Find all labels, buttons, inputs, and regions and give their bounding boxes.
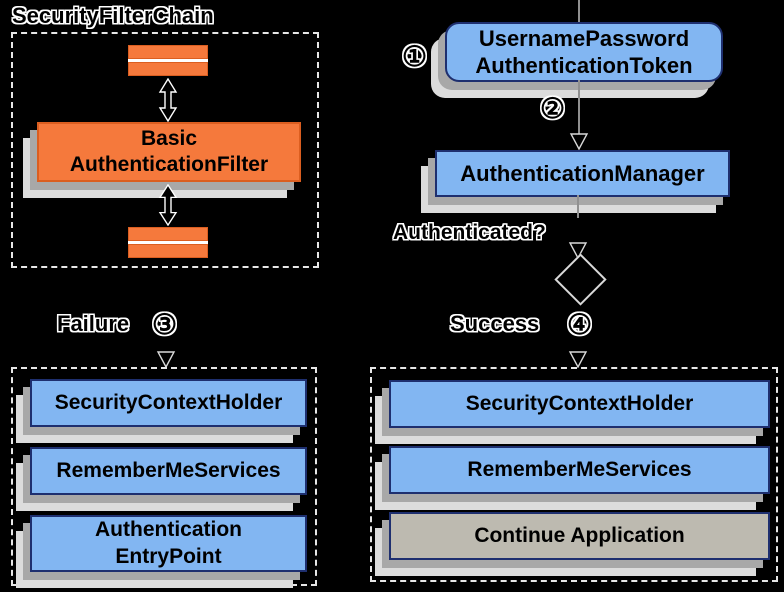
basic-authentication-filter-node: Basic AuthenticationFilter [37,122,301,182]
failure-label: Failure [57,311,130,336]
filter-bar-gap [128,241,208,244]
step-1-badge: ① [402,41,428,72]
arrowhead-icon [568,351,588,368]
flow-line-manager-to-decision [577,195,579,218]
filter-bar [128,227,208,241]
flow-line-token-to-manager [578,80,580,134]
step-4-badge: ④ [567,309,593,340]
filter-bar [128,62,208,76]
username-password-token-node: UsernamePassword AuthenticationToken [445,22,723,82]
security-context-holder-node: SecurityContextHolder [389,380,770,428]
success-label: Success [450,311,540,336]
node-label: SecurityContextHolder [54,390,283,414]
node-label: SecurityContextHolder [465,391,694,415]
node-label: Basic AuthenticationFilter [69,126,269,176]
security-filter-chain-panel [11,32,319,268]
security-filter-chain-title: SecurityFilterChain [12,3,214,28]
step-3-badge: ③ [152,309,178,340]
authentication-entry-point-node: Authentication EntryPoint [30,515,307,572]
node-label: AuthenticationManager [460,160,705,186]
node-label: UsernamePassword AuthenticationToken [475,25,693,79]
node-label: Continue Application [474,523,685,547]
failure-panel [11,367,317,586]
arrowhead-icon [156,351,176,368]
node-label: RememberMeServices [467,457,692,481]
node-label: Authentication EntryPoint [95,518,242,568]
step-2-badge: ② [540,93,566,124]
flow-line-incoming [578,0,580,23]
filter-bar [128,45,208,59]
filter-bar [128,244,208,258]
authenticated-question-label: Authenticated? [393,221,546,244]
security-context-holder-node: SecurityContextHolder [30,379,307,427]
double-arrow-icon [158,78,178,122]
arrowhead-icon [569,133,589,150]
authentication-manager-node: AuthenticationManager [435,150,730,197]
remember-me-services-node: RememberMeServices [30,447,307,495]
success-panel [370,367,778,582]
remember-me-services-node: RememberMeServices [389,446,770,494]
double-arrow-icon [158,184,178,226]
continue-application-node: Continue Application [389,512,770,560]
decision-diamond-icon [554,253,607,306]
arrowhead-icon [568,242,588,259]
filter-bar-gap [128,59,208,62]
node-label: RememberMeServices [56,458,281,482]
